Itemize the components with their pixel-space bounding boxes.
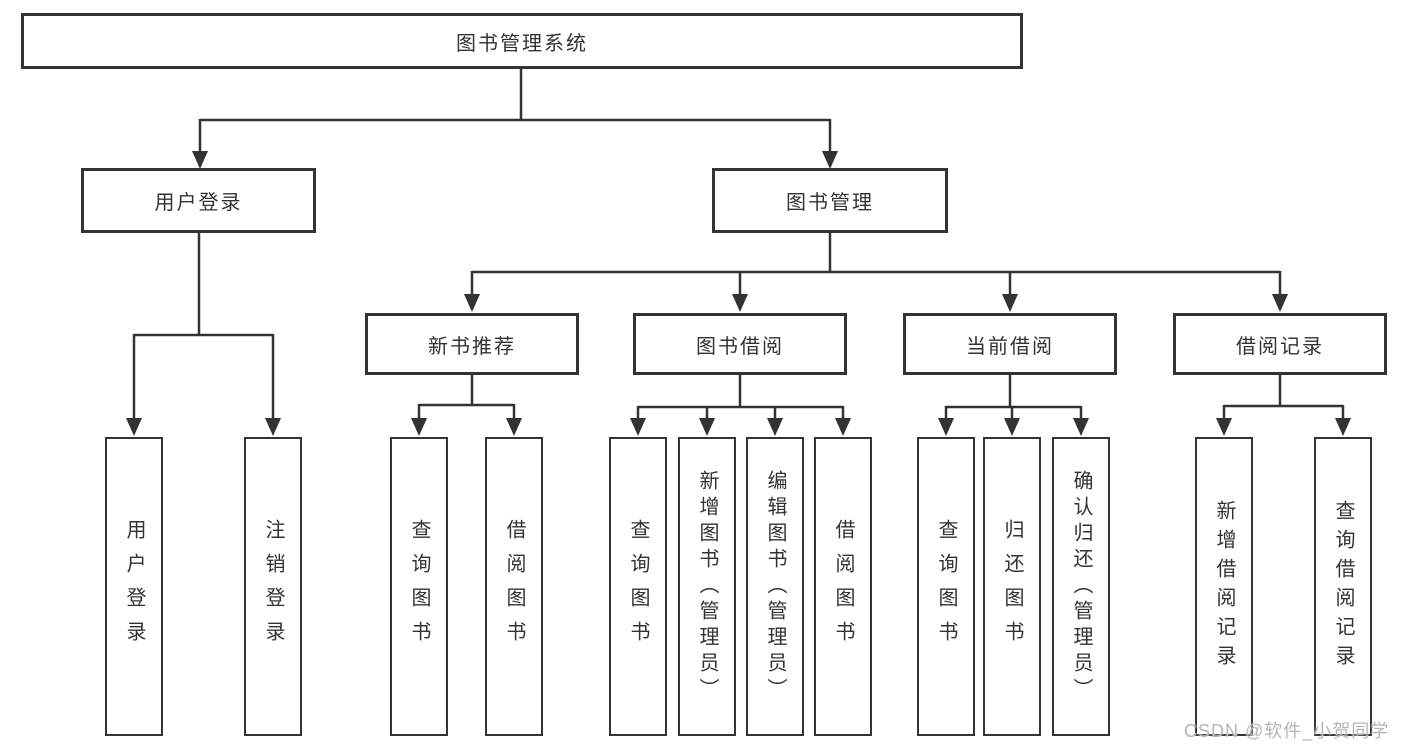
node-root-system: 图书管理系统 xyxy=(21,13,1023,69)
node-root-label: 图书管理系统 xyxy=(456,32,588,55)
node-book-borrow: 图书借阅 xyxy=(633,313,847,375)
node-label: 借阅记录 xyxy=(1236,335,1324,358)
node-borrow-records: 借阅记录 xyxy=(1173,313,1387,375)
leaf-borrow-books-recommend: 借阅图书 xyxy=(485,437,543,736)
leaf-label: 查询图书 xyxy=(627,518,649,655)
leaf-label: 新增图书（管理员） xyxy=(696,469,718,704)
node-label: 图书管理 xyxy=(786,192,874,214)
node-user-login: 用户登录 xyxy=(81,168,316,233)
leaf-query-books-current: 查询图书 xyxy=(917,437,975,736)
node-label: 图书借阅 xyxy=(696,335,784,358)
arrowhead-icons xyxy=(126,151,1351,436)
node-current-borrow: 当前借阅 xyxy=(903,313,1117,375)
leaf-query-borrow-record: 查询借阅记录 xyxy=(1314,437,1372,736)
leaf-label: 注销登录 xyxy=(262,518,284,655)
node-label: 用户登录 xyxy=(154,192,243,214)
leaf-label: 借阅图书 xyxy=(503,518,525,655)
connector-group-user-login xyxy=(132,233,275,424)
connector-group-borrow-records xyxy=(1222,375,1345,424)
leaf-return-books: 归还图书 xyxy=(983,437,1041,736)
leaf-label: 确认归还（管理员） xyxy=(1070,469,1092,704)
connector-group-book-borrow xyxy=(636,375,845,424)
leaf-label: 查询图书 xyxy=(408,518,430,655)
watermark: CSDN @软件_小贺同学 xyxy=(1184,721,1390,741)
leaf-borrow-books: 借阅图书 xyxy=(814,437,872,736)
leaf-edit-books-admin: 编辑图书（管理员） xyxy=(746,437,804,736)
node-new-book-recommend: 新书推荐 xyxy=(365,313,579,375)
connector-group-root xyxy=(198,69,832,156)
leaf-add-books-admin: 新增图书（管理员） xyxy=(678,437,736,736)
leaf-label: 编辑图书（管理员） xyxy=(764,469,786,704)
leaf-label: 归还图书 xyxy=(1001,518,1023,655)
leaf-query-books-recommend: 查询图书 xyxy=(390,437,448,736)
connector-group-current-borrow xyxy=(944,375,1083,424)
leaf-confirm-return-admin: 确认归还（管理员） xyxy=(1052,437,1110,736)
leaf-label: 查询图书 xyxy=(935,518,957,655)
leaf-logout: 注销登录 xyxy=(244,437,302,736)
leaf-label: 新增借阅记录 xyxy=(1213,499,1235,674)
leaf-add-borrow-record: 新增借阅记录 xyxy=(1195,437,1253,736)
node-label: 新书推荐 xyxy=(428,335,516,358)
connector-group-book-mgmt xyxy=(470,233,1282,300)
node-book-management: 图书管理 xyxy=(712,168,948,233)
leaf-label: 查询借阅记录 xyxy=(1332,499,1354,674)
node-label: 当前借阅 xyxy=(966,335,1054,358)
leaf-label: 借阅图书 xyxy=(832,518,854,655)
connector-group-new-books xyxy=(417,375,516,424)
leaf-query-books-borrow: 查询图书 xyxy=(609,437,667,736)
leaf-label: 用户登录 xyxy=(123,518,145,655)
leaf-user-login: 用户登录 xyxy=(105,437,163,736)
